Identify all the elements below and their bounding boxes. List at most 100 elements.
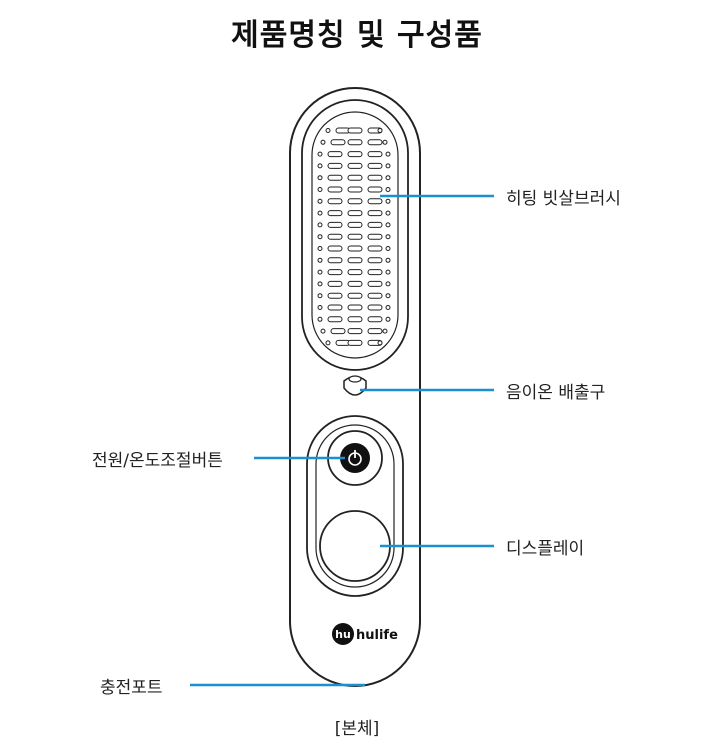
- logo-text: hulife: [356, 628, 398, 643]
- bristle: [367, 162, 383, 169]
- bristle: [367, 221, 383, 228]
- bristle: [367, 292, 383, 299]
- bristle: [367, 210, 383, 217]
- bristle: [317, 198, 323, 204]
- bristle: [385, 269, 391, 275]
- bristle: [367, 257, 383, 264]
- bristle: [367, 280, 383, 287]
- brush-inner-frame: [311, 111, 399, 359]
- bristle: [367, 316, 383, 323]
- bristle: [385, 198, 391, 204]
- bristle: [347, 162, 363, 169]
- leader-lines: [190, 194, 494, 687]
- bristle: [330, 328, 346, 335]
- bristle: [317, 257, 323, 263]
- page-title: 제품명칭 및 구성품: [231, 18, 483, 53]
- bristle: [385, 234, 391, 240]
- bristle: [367, 139, 383, 146]
- bristle: [347, 316, 363, 323]
- label-power-temp-button: 전원/온도조절버튼: [92, 451, 223, 471]
- bristle: [347, 233, 363, 240]
- anion-outlet-hole: [348, 375, 362, 383]
- bristle: [385, 187, 391, 192]
- bristle: [347, 186, 363, 193]
- bristle: [347, 257, 363, 264]
- label-heating-brush: 히팅 빗살브러시: [506, 189, 621, 209]
- bristle: [367, 186, 383, 193]
- bristle: [347, 139, 363, 146]
- bristle: [317, 210, 323, 216]
- bristle: [327, 174, 343, 181]
- bristle: [317, 305, 323, 310]
- bristle: [327, 245, 343, 252]
- bristle: [347, 328, 363, 335]
- bristle: [385, 281, 391, 287]
- bristle: [347, 151, 363, 158]
- bristle: [327, 221, 343, 228]
- logo-mark: [332, 623, 354, 645]
- bristle: [347, 221, 363, 228]
- bristle: [385, 305, 391, 310]
- bristle: [367, 304, 383, 311]
- bristle: [347, 280, 363, 287]
- bristle: [317, 281, 323, 287]
- bristle: [327, 304, 343, 311]
- bristle: [377, 340, 383, 346]
- bristle: [325, 340, 331, 346]
- bristle: [367, 328, 383, 335]
- bristle: [320, 139, 326, 145]
- bristle: [327, 198, 343, 205]
- bristle: [385, 163, 391, 169]
- label-display: 디스플레이: [506, 539, 585, 559]
- bristle: [385, 175, 391, 181]
- bristle: [327, 316, 343, 323]
- bristle: [385, 222, 391, 228]
- bristle: [327, 151, 343, 158]
- bristle: [327, 186, 343, 193]
- bristle: [317, 222, 323, 228]
- bristle: [367, 233, 383, 240]
- bristle: [377, 128, 383, 133]
- label-anion-outlet: 음이온 배출구: [506, 383, 606, 403]
- bristle: [385, 316, 391, 322]
- bristle: [347, 304, 363, 311]
- bristle: [327, 210, 343, 217]
- bristle: [320, 328, 326, 334]
- diagram-caption: [본체]: [334, 719, 380, 739]
- bristle: [382, 139, 388, 145]
- bristle: [347, 339, 363, 346]
- bristle: [367, 269, 383, 276]
- label-charging-port: 충전포트: [100, 678, 163, 698]
- bristle: [382, 328, 388, 334]
- bristle: [347, 245, 363, 252]
- bristle: [347, 292, 363, 299]
- bristle: [385, 257, 391, 263]
- bristle: [327, 280, 343, 287]
- bristle: [317, 246, 323, 251]
- bristle: [327, 233, 343, 240]
- bristle: [347, 127, 363, 134]
- bristle: [317, 163, 323, 169]
- bristle: [317, 151, 323, 157]
- bristle: [347, 174, 363, 181]
- brush-bristles: [317, 127, 391, 346]
- bristle: [367, 198, 383, 205]
- bristle: [347, 210, 363, 217]
- bristle: [327, 162, 343, 169]
- bristle: [347, 269, 363, 276]
- bristle: [385, 151, 391, 157]
- bristle: [327, 292, 343, 299]
- bristle: [367, 151, 383, 158]
- bristle: [385, 246, 391, 251]
- bristle: [330, 139, 346, 146]
- bristle: [317, 187, 323, 192]
- bristle: [385, 293, 391, 299]
- bristle: [325, 128, 331, 133]
- logo-mark-text: hu: [335, 628, 351, 641]
- bristle: [317, 175, 323, 181]
- bristle: [367, 174, 383, 181]
- bristle: [317, 234, 323, 240]
- bristle: [317, 293, 323, 299]
- bristle: [327, 257, 343, 264]
